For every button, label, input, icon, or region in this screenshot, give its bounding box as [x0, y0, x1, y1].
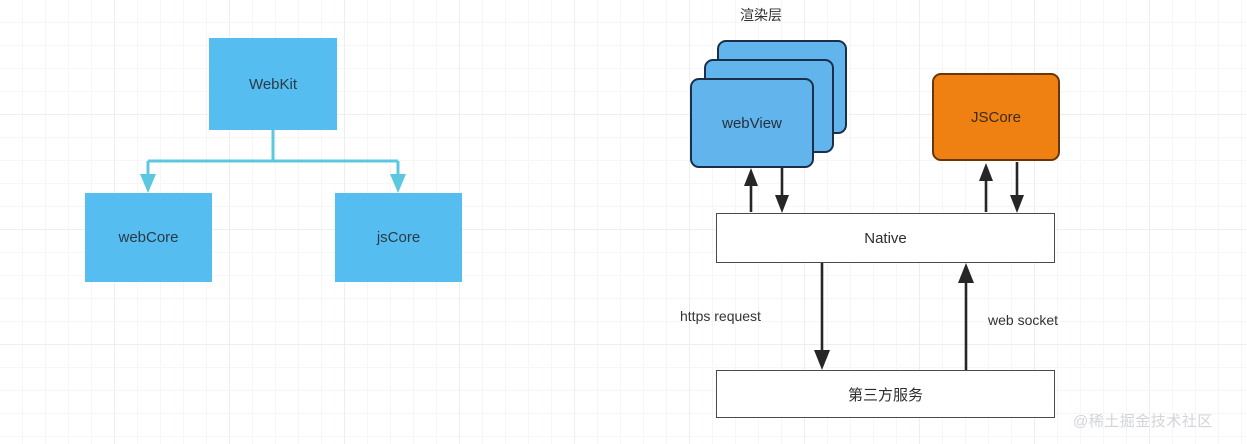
node-jscore-left-label: jsCore — [376, 229, 421, 246]
node-webkit[interactable]: WebKit — [209, 38, 337, 130]
node-third-party-service[interactable]: 第三方服务 — [716, 370, 1055, 418]
node-jscore-label: JSCore — [970, 108, 1022, 126]
node-native[interactable]: Native — [716, 213, 1055, 263]
node-webcore[interactable]: webCore — [85, 193, 212, 282]
node-jscore-left[interactable]: jsCore — [335, 193, 462, 282]
render-layer-label: 渲染层 — [740, 7, 782, 23]
node-webkit-label: WebKit — [248, 75, 298, 93]
node-native-label: Native — [864, 229, 907, 247]
watermark: @稀土掘金技术社区 — [1073, 413, 1213, 430]
node-webview[interactable]: webView — [690, 78, 814, 168]
edge-label-https-request: https request — [680, 308, 761, 324]
node-webview-label: webView — [722, 114, 782, 132]
node-webcore-label: webCore — [118, 229, 179, 246]
node-jscore[interactable]: JSCore — [932, 73, 1060, 161]
node-third-party-service-label: 第三方服务 — [847, 386, 923, 404]
edge-label-web-socket: web socket — [988, 312, 1059, 328]
